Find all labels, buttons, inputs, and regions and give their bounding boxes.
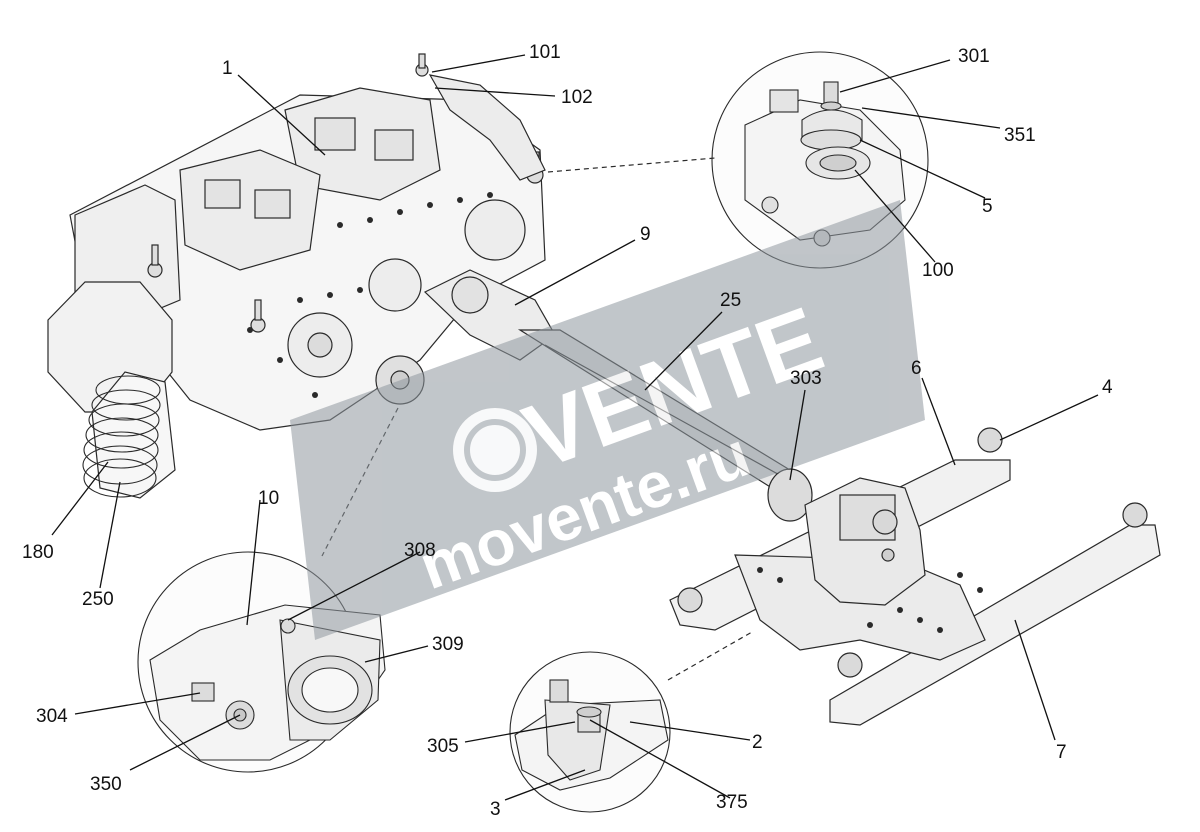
callout-304: 304 <box>36 706 68 727</box>
callout-4: 4 <box>1102 377 1113 398</box>
engine-gearbox-assembly <box>69 53 546 431</box>
callout-9: 9 <box>640 224 651 245</box>
callout-7: 7 <box>1056 742 1067 763</box>
leader-lines <box>51 54 1099 801</box>
callout-2: 2 <box>752 732 763 753</box>
callout-250: 250 <box>82 589 114 610</box>
callout-6: 6 <box>911 358 922 379</box>
detail-view-bottom-center <box>509 651 671 813</box>
callout-375: 375 <box>716 792 748 813</box>
callout-350: 350 <box>90 774 122 795</box>
callout-3: 3 <box>490 799 501 820</box>
callout-1: 1 <box>222 58 233 79</box>
callout-180: 180 <box>22 542 54 563</box>
callout-309: 309 <box>432 634 464 655</box>
callout-labels: 1 101 102 301 351 5 100 9 25 303 6 4 10 … <box>22 42 1113 820</box>
callout-25: 25 <box>720 290 741 311</box>
callout-101: 101 <box>529 42 561 63</box>
callout-102: 102 <box>561 87 593 108</box>
callout-303: 303 <box>790 368 822 389</box>
callout-301: 301 <box>958 46 990 67</box>
callout-351: 351 <box>1004 125 1036 146</box>
detail-view-bottom-left <box>137 551 386 773</box>
callout-305: 305 <box>427 736 459 757</box>
intake-bellows <box>47 281 176 499</box>
callout-5: 5 <box>982 196 993 217</box>
rear-gearbox-subframe <box>669 427 1161 726</box>
callout-308: 308 <box>404 540 436 561</box>
callout-100: 100 <box>922 260 954 281</box>
callout-10: 10 <box>258 488 279 509</box>
